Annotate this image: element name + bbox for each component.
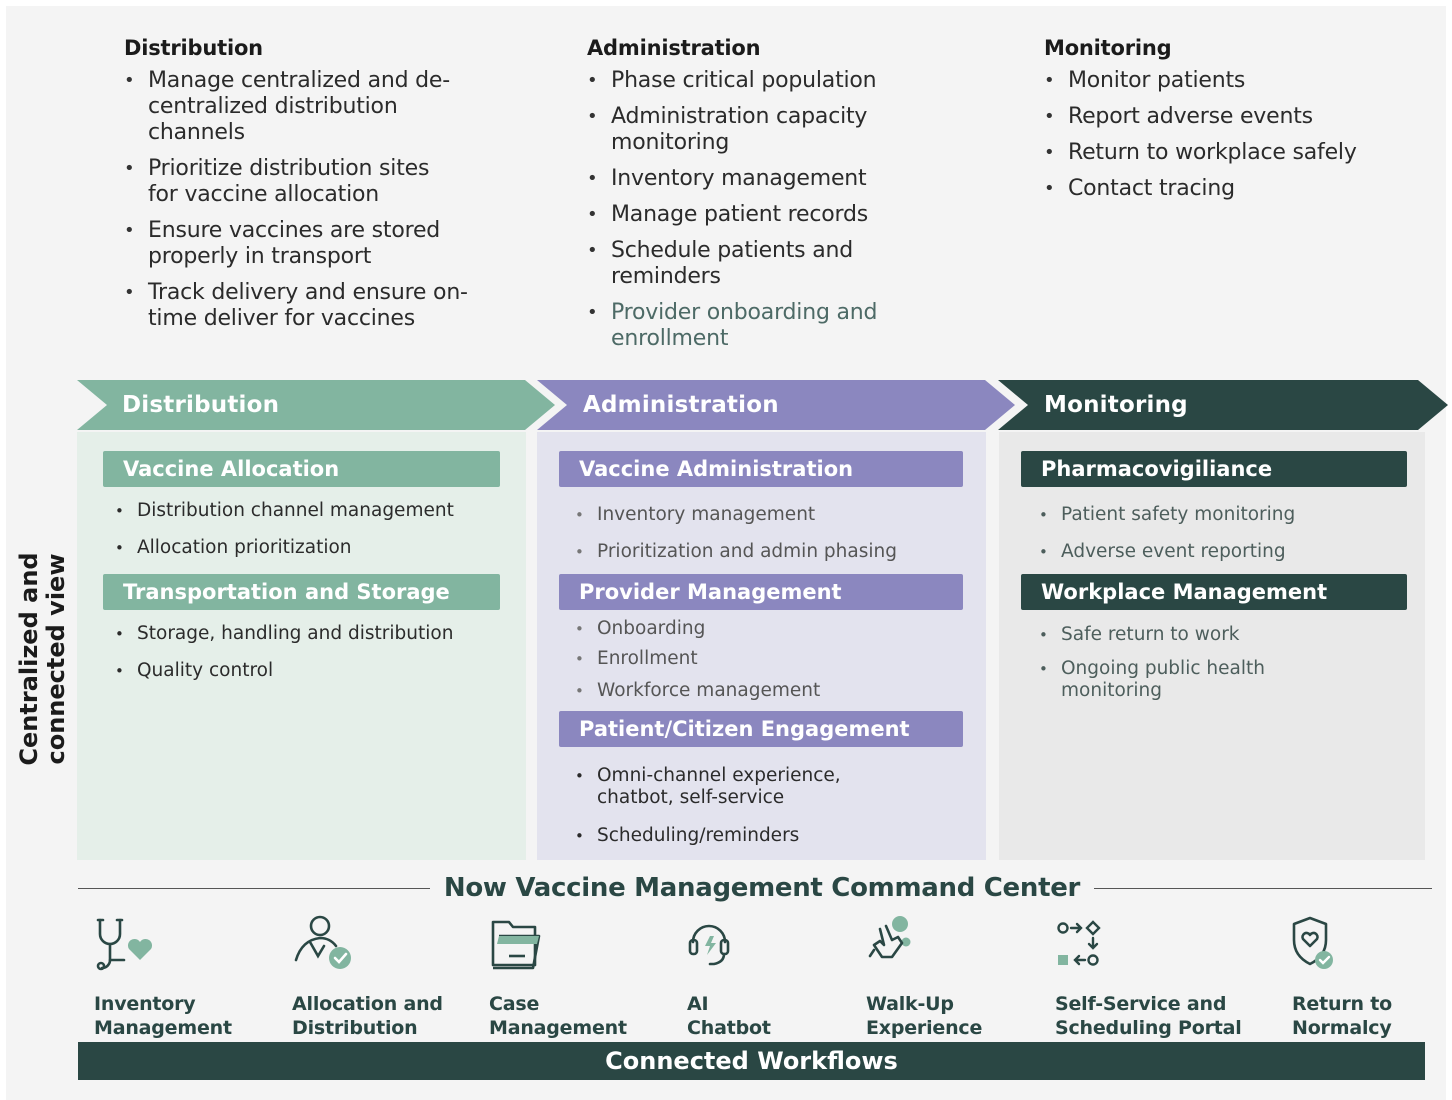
feature-allocation-distribution: Allocation and Distribution — [292, 914, 443, 1040]
section-list: Safe return to work Ongoing public healt… — [1037, 624, 1327, 702]
shield-heart-icon — [1292, 916, 1333, 969]
section-header-pharmacovigiliance: Pharmacovigiliance — [1021, 451, 1407, 487]
divider-left — [78, 888, 430, 889]
feature-label: Return to — [1292, 993, 1392, 1015]
feature-label: Distribution — [292, 1017, 418, 1039]
top-administration-item: Provider onboarding and enrollment — [587, 300, 917, 352]
folder-icon — [491, 920, 541, 970]
list-item: Patient safety monitoring — [1037, 504, 1397, 526]
list-item: Safe return to work — [1037, 624, 1327, 646]
top-administration-item: Phase critical population — [587, 68, 947, 94]
stethoscope-heart-icon — [96, 918, 153, 971]
feature-label: Normalcy — [1292, 1017, 1392, 1039]
feature-label: Chatbot — [687, 1017, 771, 1039]
top-monitoring-column: Monitoring Monitor patients Report adver… — [1044, 36, 1424, 212]
top-monitoring-item: Return to workplace safely — [1044, 140, 1424, 166]
list-item: Workforce management — [573, 680, 953, 702]
top-administration-item: Manage patient records — [587, 202, 947, 228]
feature-label: Management — [489, 1017, 627, 1039]
panel-monitoring: Pharmacovigiliance Patient safety monito… — [999, 432, 1425, 860]
feature-label: Self-Service and — [1055, 993, 1227, 1015]
feature-ai-chatbot: AI Chatbot — [687, 914, 771, 1040]
divider-right — [1094, 888, 1432, 889]
section-header-vaccine-administration: Vaccine Administration — [559, 451, 963, 487]
section-header-patient-engagement: Patient/Citizen Engagement — [559, 711, 963, 747]
stage-label: Administration — [583, 392, 779, 418]
feature-label: AI — [687, 993, 709, 1015]
stage-chevron-administration: Administration — [537, 380, 1015, 430]
top-monitoring-item: Contact tracing — [1044, 176, 1424, 202]
stage-label: Monitoring — [1044, 392, 1188, 418]
list-item: Allocation prioritization — [113, 537, 503, 559]
list-item: Quality control — [113, 660, 503, 682]
top-administration-item: Schedule patients and reminders — [587, 238, 887, 290]
stage-label: Distribution — [122, 392, 280, 418]
top-administration-title: Administration — [587, 36, 761, 60]
command-center-title: Now Vaccine Management Command Center — [443, 873, 1081, 903]
top-distribution-item: Ensure vaccines are stored properly in t… — [124, 218, 464, 270]
top-distribution-title: Distribution — [124, 36, 263, 60]
section-list: Onboarding Enrollment Workforce manageme… — [573, 618, 953, 702]
top-administration-item: Inventory management — [587, 166, 947, 192]
top-distribution-item: Manage centralized and de-centralized di… — [124, 68, 464, 146]
connected-workflows-bar: Connected Workflows — [78, 1042, 1425, 1080]
section-header-workplace-management: Workplace Management — [1021, 574, 1407, 610]
section-list: Patient safety monitoring Adverse event … — [1037, 504, 1397, 563]
list-item: Prioritization and admin phasing — [573, 541, 953, 563]
workflow-icon — [1057, 920, 1101, 966]
side-label-line: Centralized and — [15, 552, 43, 766]
hand-tap-icon — [868, 916, 911, 959]
section-header-vaccine-allocation: Vaccine Allocation — [103, 451, 500, 487]
list-item: Storage, handling and distribution — [113, 623, 503, 645]
stage-chevron-distribution: Distribution — [77, 380, 555, 430]
feature-label: Case — [489, 993, 540, 1015]
feature-return-to-normalcy: Return to Normalcy — [1292, 914, 1392, 1040]
feature-label: Scheduling Portal — [1055, 1017, 1242, 1039]
feature-label: Allocation and — [292, 993, 443, 1015]
section-list: Inventory management Prioritization and … — [573, 504, 953, 563]
feature-walk-up-experience: Walk-Up Experience — [866, 914, 982, 1040]
panel-distribution: Vaccine Allocation Distribution channel … — [77, 432, 526, 860]
top-monitoring-item: Monitor patients — [1044, 68, 1424, 94]
top-distribution-column: Distribution Manage centralized and de-c… — [124, 36, 544, 342]
section-header-provider-management: Provider Management — [559, 574, 963, 610]
section-list: Omni-channel experience, chatbot, self-s… — [573, 765, 883, 847]
feature-self-service-portal: Self-Service and Scheduling Portal — [1055, 914, 1242, 1040]
section-list: Distribution channel management Allocati… — [113, 500, 503, 559]
feature-label: Inventory — [94, 993, 196, 1015]
feature-label: Management — [94, 1017, 232, 1039]
list-item: Enrollment — [573, 648, 953, 670]
list-item: Ongoing public health monitoring — [1037, 658, 1327, 702]
panel-administration: Vaccine Administration Inventory managem… — [537, 432, 986, 860]
feature-label: Experience — [866, 1017, 983, 1039]
side-label-line: connected view — [42, 553, 70, 765]
top-distribution-item: Prioritize distribution sites for vaccin… — [124, 156, 444, 208]
list-item: Scheduling/reminders — [573, 825, 883, 847]
top-monitoring-item: Report adverse events — [1044, 104, 1424, 130]
side-label: Centralized and connected view — [15, 544, 86, 774]
list-item: Omni-channel experience, chatbot, self-s… — [573, 765, 883, 809]
top-administration-column: Administration Phase critical population… — [587, 36, 987, 362]
person-check-icon — [294, 915, 351, 969]
feature-case-management: Case Management — [489, 914, 627, 1040]
list-item: Inventory management — [573, 504, 953, 526]
top-administration-item: Administration capacity monitoring — [587, 104, 907, 156]
feature-label: Walk-Up — [866, 993, 954, 1015]
top-distribution-item: Track delivery and ensure on-time delive… — [124, 280, 484, 332]
feature-inventory-management: Inventory Management — [94, 914, 232, 1040]
list-item: Adverse event reporting — [1037, 541, 1397, 563]
section-header-transportation-storage: Transportation and Storage — [103, 574, 500, 610]
list-item: Distribution channel management — [113, 500, 503, 522]
stage-chevron-monitoring: Monitoring — [998, 380, 1448, 430]
top-monitoring-title: Monitoring — [1044, 36, 1172, 60]
list-item: Onboarding — [573, 618, 953, 640]
section-list: Storage, handling and distribution Quali… — [113, 623, 503, 682]
headset-icon — [688, 924, 730, 966]
diagram-canvas: Distribution Manage centralized and de-c… — [6, 6, 1448, 1100]
